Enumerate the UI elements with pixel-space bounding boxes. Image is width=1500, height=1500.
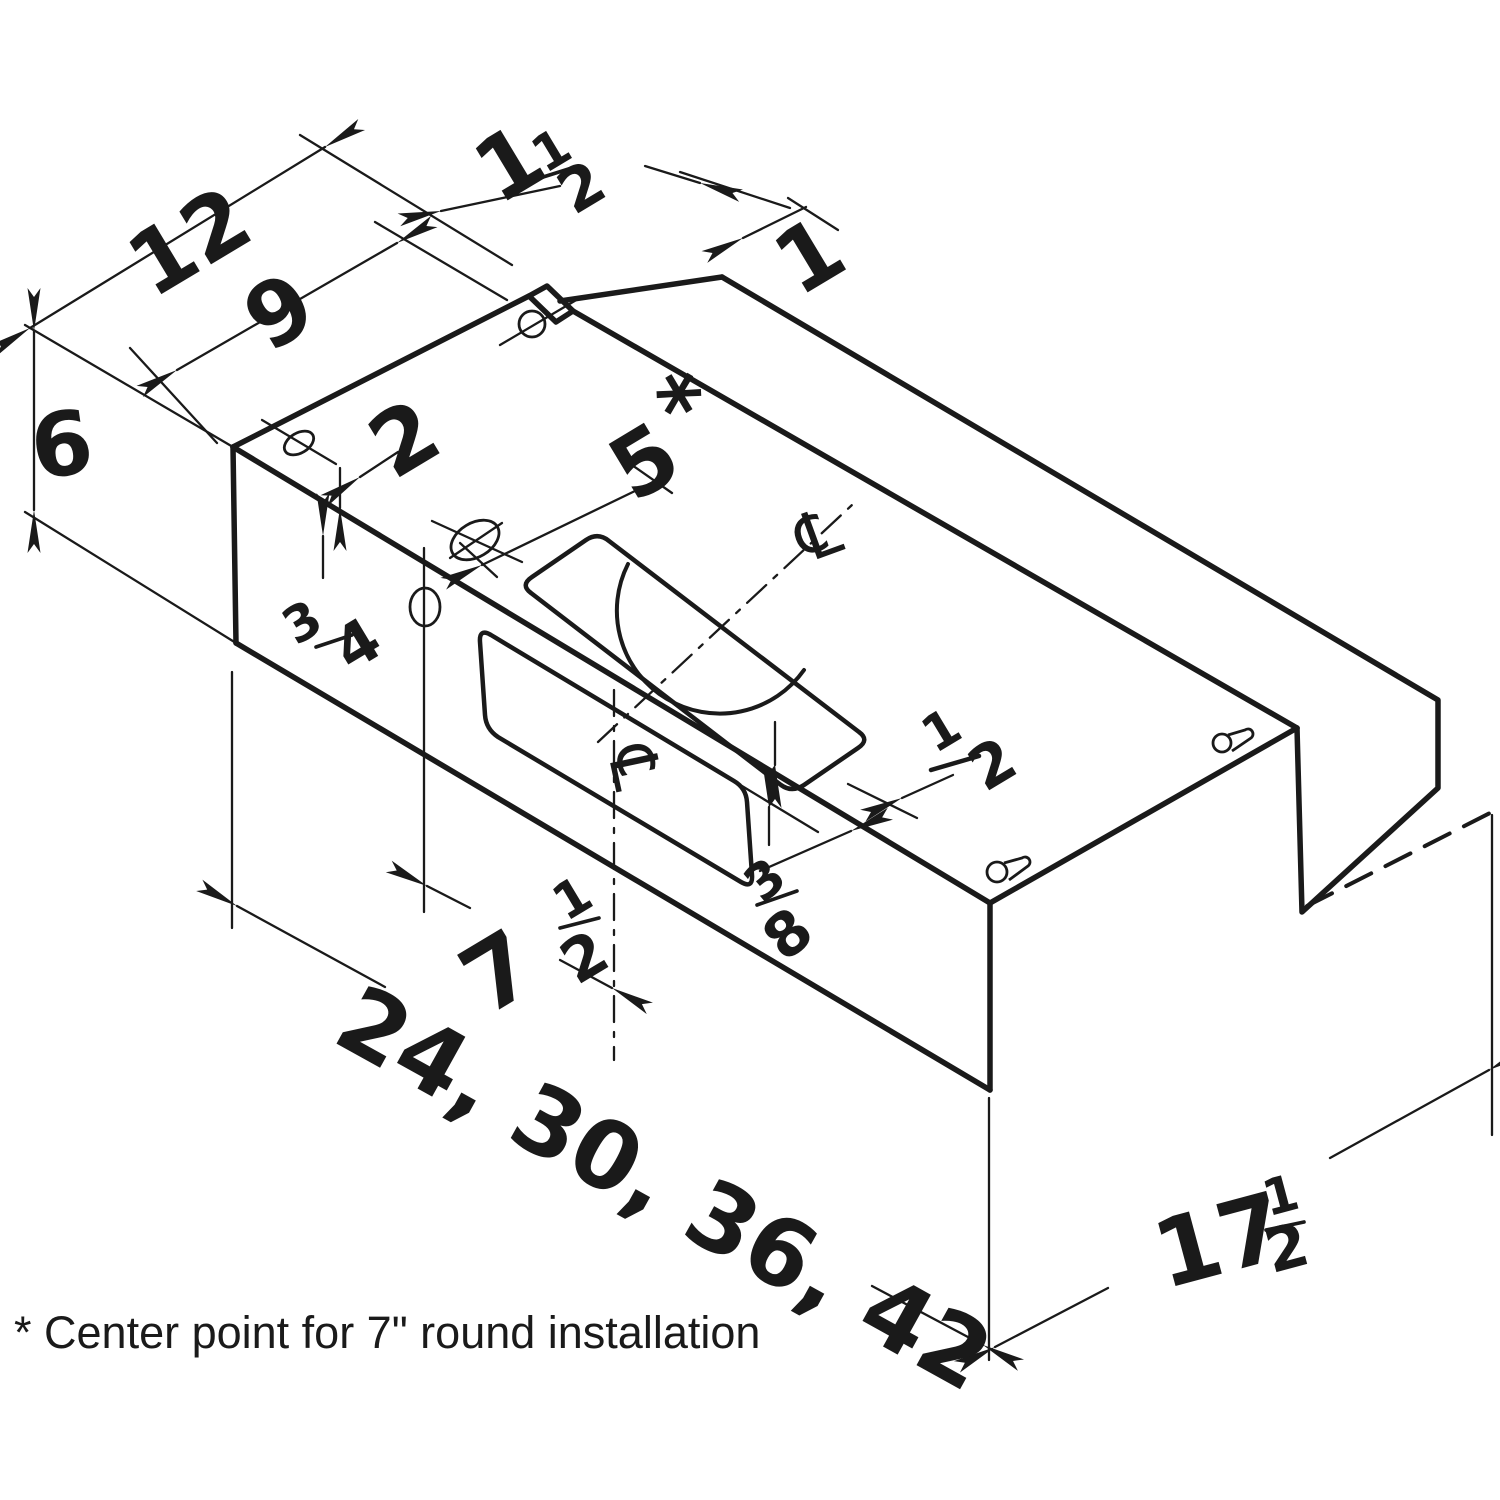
dim-line-9 [136, 215, 438, 398]
keyhole-top-left-rear-icon [517, 309, 547, 339]
ext-1-left [678, 170, 792, 210]
tick-keyhole-3b [448, 521, 504, 560]
front-top-edge [230, 444, 993, 906]
dimension-lines [0, 118, 1500, 1373]
rear-outer-edge-and-right-end [719, 274, 1441, 915]
round-duct-knockout-arc [614, 562, 806, 716]
fraction-bar [1264, 1220, 1306, 1232]
ext-9-right [373, 220, 509, 302]
ext-cutout-top [740, 784, 820, 834]
keyhole-top-right-rear-icon [1211, 727, 1255, 754]
rear-inner-edge [570, 308, 1300, 731]
dim-line-1 [701, 205, 808, 263]
dim-line-half-a [860, 773, 955, 822]
dim-label-6: 6 [24, 390, 99, 501]
keyhole-top-right-front-icon [985, 855, 1032, 884]
keyhole-top-left-front-icon [282, 429, 316, 457]
duct-knockouts [477, 534, 867, 887]
centerline-symbol-duct: ℄ [592, 737, 677, 797]
fraction-bar [928, 753, 982, 773]
dim-line-17half-right [1328, 1043, 1500, 1160]
tick-keyhole-1 [260, 418, 338, 466]
rear-flange-cut-edge [557, 274, 725, 304]
fraction-bar [314, 633, 354, 649]
ext-5-right [630, 463, 674, 495]
dim-label-2: 2 [352, 379, 458, 499]
fraction-bar [558, 916, 601, 930]
dim-label-3-8-den: 8 [750, 894, 827, 974]
front-panel-cutout [477, 630, 755, 887]
tick-keyhole-3 [430, 519, 524, 564]
ext-5-left [458, 541, 499, 579]
dim-line-1half-right [643, 164, 744, 202]
hidden-bottom-rear-edge [1305, 810, 1494, 908]
dim-label-1: 1 [757, 196, 863, 316]
dim-line-7half-left [385, 860, 472, 910]
dim-label-1-1-2: 1 1 2 [457, 104, 618, 229]
tick-keyhole-2 [498, 297, 580, 347]
centerline-diagonal [596, 503, 854, 744]
dim-label-5-star: 5 * [592, 350, 733, 522]
dim-line-2-diag [320, 450, 400, 507]
ext-bottom-left [23, 510, 238, 645]
dim-label-3-8: 3 8 [733, 847, 827, 975]
left-vertical-edge [230, 444, 239, 646]
footnote: * Center point for 7" round installation [14, 1307, 760, 1358]
dim-line-width-left [196, 879, 387, 989]
dim-line-1half-left [397, 184, 562, 227]
rect-duct-knockout [523, 534, 867, 792]
dim-label-1-2-den: 2 [957, 724, 1029, 806]
hood-outline [230, 274, 1494, 1093]
mounting-keyholes [282, 309, 1255, 884]
dim-label-7half-num: 1 [542, 865, 602, 933]
dimension-labels: 12 9 6 1 1 2 1 2 5 * 3 4 1 2 [24, 104, 1316, 1413]
centerline-symbol-top: ℄ [783, 491, 852, 579]
ext-1-right [786, 196, 840, 232]
dim-label-17-1-2: 17 1 2 [1143, 1163, 1316, 1311]
dim-line-width-right [870, 1284, 1025, 1371]
dim-line-5 [440, 473, 670, 590]
dim-line-17half-left [953, 1286, 1110, 1373]
dim-line-half-b [758, 807, 893, 873]
top-face-right-edge [987, 725, 1300, 906]
dim-label-3-4-den: 4 [322, 604, 394, 686]
dim-label-3-4: 3 4 [272, 589, 393, 686]
dim-line-7half-right [558, 958, 653, 1015]
fraction-bar [755, 889, 799, 907]
rear-corner-notch [526, 283, 576, 325]
fraction-bar [538, 164, 580, 180]
ext-half-tick [846, 782, 919, 820]
dim-label-7-1-2: 7 1 2 [443, 865, 621, 1037]
dim-label-1-2: 1 2 [911, 697, 1028, 806]
